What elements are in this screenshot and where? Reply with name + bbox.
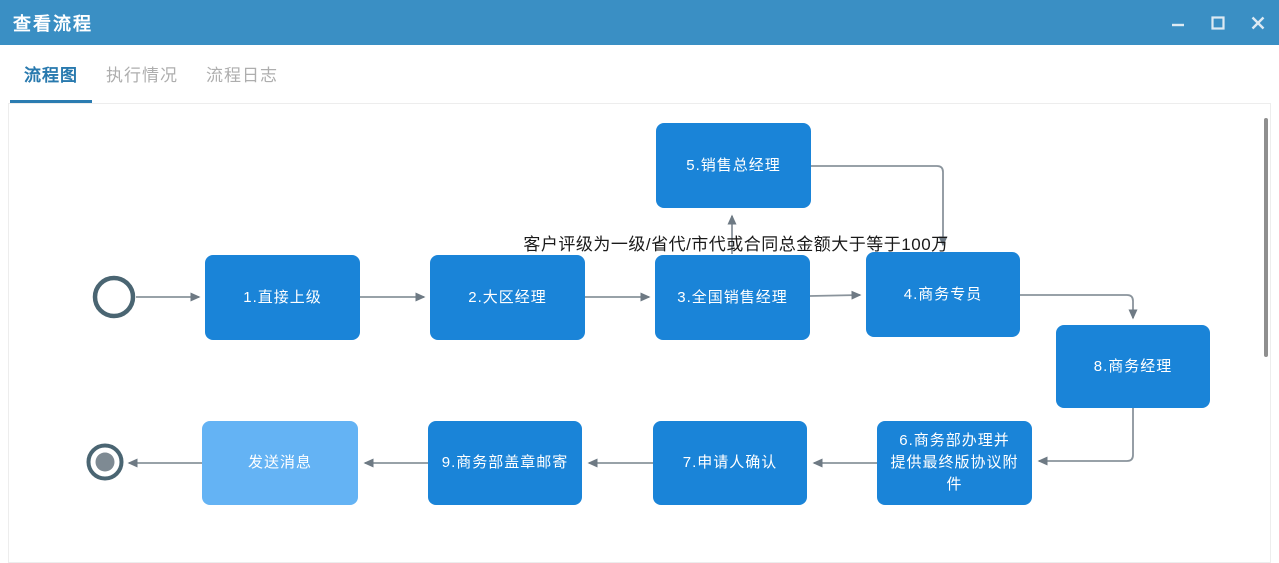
flow-node-4-business-specialist: 4.商务专员 xyxy=(866,252,1020,337)
condition-annotation: 客户评级为一级/省代/市代或合同总金额大于等于100万 xyxy=(523,235,949,254)
window-title: 查看流程 xyxy=(13,13,93,34)
window-controls xyxy=(1169,14,1279,32)
flow-node-6-line2: 提供最终版协议附件 xyxy=(890,454,1019,493)
tab-process-log[interactable]: 流程日志 xyxy=(206,66,278,85)
window-titlebar: 查看流程 xyxy=(0,0,1279,45)
close-icon xyxy=(1251,16,1265,29)
flow-node-9-business-dept-stamp-mail: 9.商务部盖章邮寄 xyxy=(428,421,582,505)
flow-node-send-message: 发送消息 xyxy=(202,421,358,505)
flow-node-5-sales-general-manager: 5.销售总经理 xyxy=(656,123,811,208)
flow-node-6-business-dept-final-agreement: 6.商务部办理并 提供最终版协议附件 xyxy=(877,421,1032,505)
flow-node-3-national-sales-manager: 3.全国销售经理 xyxy=(655,255,810,340)
flow-node-1-direct-superior: 1.直接上级 xyxy=(205,255,360,340)
maximize-icon xyxy=(1211,15,1225,30)
minimize-icon xyxy=(1172,23,1184,26)
tab-execution-status[interactable]: 执行情况 xyxy=(106,66,178,85)
minimize-button[interactable] xyxy=(1169,14,1187,32)
vertical-scrollbar-thumb[interactable] xyxy=(1264,118,1268,357)
flow-node-2-region-manager: 2.大区经理 xyxy=(430,255,585,340)
flow-node-8-business-manager: 8.商务经理 xyxy=(1056,325,1210,408)
tab-bar: 流程图 执行情况 流程日志 xyxy=(0,45,1279,103)
flow-node-6-line1: 6.商务部办理并 xyxy=(899,432,1010,450)
flow-node-7-applicant-confirm: 7.申请人确认 xyxy=(653,421,807,505)
tab-flow-diagram[interactable]: 流程图 xyxy=(10,47,92,103)
maximize-button[interactable] xyxy=(1209,14,1227,32)
close-button[interactable] xyxy=(1249,14,1267,32)
